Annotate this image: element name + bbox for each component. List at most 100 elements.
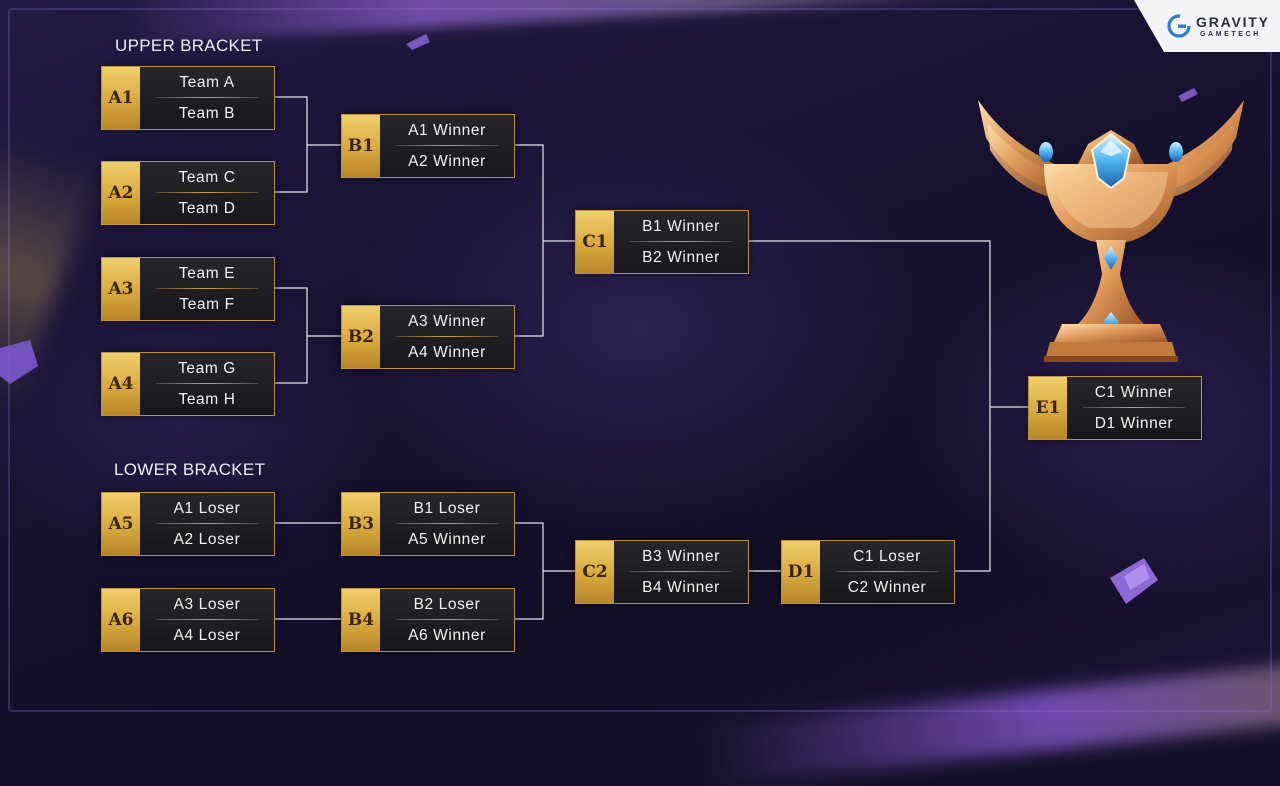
team-divider [156,97,258,98]
match-d1[interactable]: D1 C1 Loser C2 Winner [781,540,955,604]
team-slot-bottom: A2 Winner [408,152,486,170]
match-a5[interactable]: A5 A1 Loser A2 Loser [101,492,275,556]
team-slot-top: B3 Winner [642,547,720,565]
match-teams: A3 Loser A4 Loser [140,589,274,651]
team-divider [396,145,498,146]
match-teams: B3 Winner B4 Winner [614,541,748,603]
match-c2[interactable]: C2 B3 Winner B4 Winner [575,540,749,604]
match-b2[interactable]: B2 A3 Winner A4 Winner [341,305,515,369]
team-slot-bottom: C2 Winner [847,578,927,596]
team-slot-bottom: Team D [178,199,236,217]
match-id: D1 [782,541,820,603]
match-id: B4 [342,589,380,651]
match-teams: B2 Loser A6 Winner [380,589,514,651]
match-teams: Team C Team D [140,162,274,224]
team-divider [396,336,498,337]
match-id: A3 [102,258,140,320]
team-slot-top: A3 Loser [173,595,241,613]
team-slot-bottom: Team B [178,104,236,122]
match-teams: Team G Team H [140,353,274,415]
gravity-logo-icon [1167,14,1191,38]
crystal-shard-icon [406,34,430,50]
match-id: A1 [102,67,140,129]
team-slot-bottom: D1 Winner [1094,414,1174,432]
team-slot-bottom: A2 Loser [173,530,241,548]
team-slot-top: B1 Loser [413,499,481,517]
match-teams: B1 Loser A5 Winner [380,493,514,555]
team-slot-top: Team E [178,264,236,282]
team-slot-bottom: A6 Winner [408,626,486,644]
match-id: A2 [102,162,140,224]
team-slot-bottom: Team F [179,295,235,313]
logo-subtitle: GAMETECH [1200,31,1261,38]
match-teams: C1 Winner D1 Winner [1067,377,1201,439]
match-a6[interactable]: A6 A3 Loser A4 Loser [101,588,275,652]
match-id: E1 [1029,377,1067,439]
team-slot-top: C1 Loser [853,547,921,565]
match-b4[interactable]: B4 B2 Loser A6 Winner [341,588,515,652]
team-divider [156,288,258,289]
match-teams: B1 Winner B2 Winner [614,211,748,273]
trophy-icon [978,100,1244,362]
team-slot-top: A3 Winner [408,312,486,330]
match-teams: A1 Winner A2 Winner [380,115,514,177]
team-slot-top: Team C [178,168,236,186]
connector-a3-a4-b2 [273,287,342,384]
team-divider [630,571,732,572]
match-c1[interactable]: C1 B1 Winner B2 Winner [575,210,749,274]
team-slot-bottom: A5 Winner [408,530,486,548]
team-divider [156,192,258,193]
upper-bracket-title: UPPER BRACKET [115,36,263,55]
team-divider [396,523,498,524]
team-slot-top: A1 Loser [173,499,241,517]
match-b3[interactable]: B3 B1 Loser A5 Winner [341,492,515,556]
match-teams: A3 Winner A4 Winner [380,306,514,368]
match-id: B3 [342,493,380,555]
team-divider [630,241,732,242]
connector-b3-b4-c2 [513,522,576,620]
team-slot-bottom: A4 Loser [173,626,241,644]
team-divider [156,383,258,384]
team-slot-top: Team G [178,359,236,377]
crystal-shard-icon [1178,88,1198,102]
crystal-shard-icon [1110,558,1158,604]
team-slot-bottom: Team H [178,390,236,408]
match-id: C2 [576,541,614,603]
match-teams: C1 Loser C2 Winner [820,541,954,603]
match-a3[interactable]: A3 Team E Team F [101,257,275,321]
match-id: A5 [102,493,140,555]
match-id: C1 [576,211,614,273]
team-divider [1083,407,1185,408]
match-teams: A1 Loser A2 Loser [140,493,274,555]
match-id: B2 [342,306,380,368]
team-slot-top: A1 Winner [408,121,486,139]
lower-bracket-title: LOWER BRACKET [114,460,266,479]
match-id: A4 [102,353,140,415]
match-id: A6 [102,589,140,651]
team-divider [156,619,258,620]
logo-name: GRAVITY [1196,14,1270,30]
match-a4[interactable]: A4 Team G Team H [101,352,275,416]
match-e1-grand-final[interactable]: E1 C1 Winner D1 Winner [1028,376,1202,440]
team-divider [836,571,938,572]
gravity-gametech-logo: GRAVITY GAMETECH [1134,0,1280,52]
team-slot-bottom: A4 Winner [408,343,486,361]
team-divider [156,523,258,524]
match-a1[interactable]: A1 Team A Team B [101,66,275,130]
team-slot-bottom: B2 Winner [642,248,720,266]
connector-a1-a2-b1 [273,96,342,193]
match-teams: Team A Team B [140,67,274,129]
connector-b1-b2-c1 [513,144,576,337]
team-slot-top: C1 Winner [1094,383,1174,401]
team-divider [396,619,498,620]
match-a2[interactable]: A2 Team C Team D [101,161,275,225]
team-slot-top: Team A [179,73,235,91]
team-slot-top: B1 Winner [642,217,720,235]
match-b1[interactable]: B1 A1 Winner A2 Winner [341,114,515,178]
team-slot-bottom: B4 Winner [642,578,720,596]
match-teams: Team E Team F [140,258,274,320]
crystal-shard-icon [0,340,38,384]
bracket-connectors [273,96,1029,620]
connector-c1-d1-e1 [747,240,1029,572]
match-id: B1 [342,115,380,177]
